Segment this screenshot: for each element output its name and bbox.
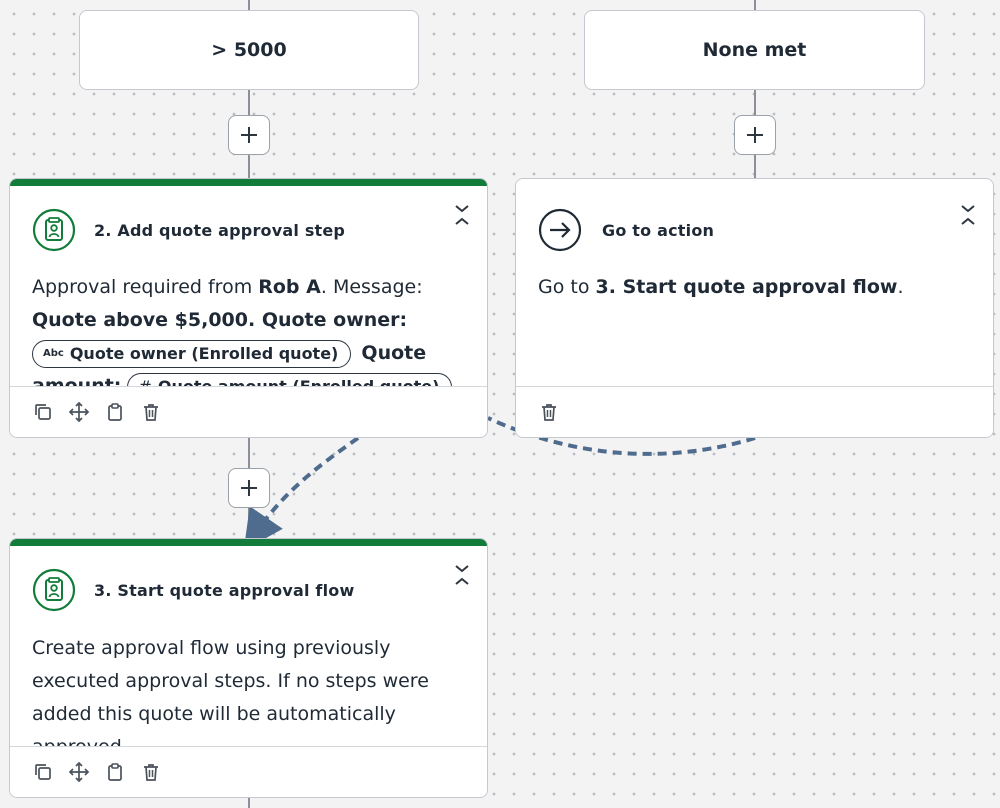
plus-icon bbox=[747, 127, 763, 143]
card-description: Create approval flow using previously ex… bbox=[32, 637, 429, 758]
branch-greater-5000[interactable]: > 5000 bbox=[79, 10, 419, 90]
collapse-icon bbox=[455, 205, 469, 225]
collapse-icon bbox=[961, 205, 975, 225]
plus-icon bbox=[241, 480, 257, 496]
arrow-right-circle-icon bbox=[538, 208, 582, 252]
card-description: Go to 3. Start quote approval flow. bbox=[538, 271, 971, 304]
card-toolbar bbox=[10, 746, 487, 797]
clipboard-icon bbox=[108, 403, 122, 421]
plus-icon bbox=[241, 127, 257, 143]
collapse-icon bbox=[455, 565, 469, 585]
approval-icon bbox=[32, 568, 76, 612]
move-button[interactable] bbox=[68, 761, 90, 783]
branch-none-met[interactable]: None met bbox=[584, 10, 925, 90]
card-title: 2. Add quote approval step bbox=[94, 220, 346, 240]
delete-button[interactable] bbox=[140, 401, 162, 423]
body-suffix: . bbox=[897, 276, 904, 298]
message-text: Quote above $5,000. Quote owner: bbox=[32, 309, 408, 331]
delete-button[interactable] bbox=[538, 401, 560, 423]
copy-icon bbox=[35, 764, 51, 780]
card-add-quote-approval-step[interactable]: 2. Add quote approval step Approval requ… bbox=[9, 178, 488, 438]
approval-icon bbox=[32, 208, 76, 252]
collapse-toggle[interactable] bbox=[453, 203, 471, 227]
approver-name: Rob A bbox=[258, 276, 321, 298]
copy-button[interactable] bbox=[32, 761, 54, 783]
card-toolbar bbox=[516, 386, 993, 437]
copy-icon bbox=[35, 404, 51, 420]
card-title: Go to action bbox=[602, 220, 715, 240]
add-step-button-right-top[interactable] bbox=[734, 115, 776, 155]
card-header: 3. Start quote approval flow bbox=[32, 567, 467, 613]
token-chip-quote-owner[interactable]: Abc Quote owner (Enrolled quote) bbox=[32, 339, 352, 368]
card-go-to-action[interactable]: Go to action Go to 3. Start quote approv… bbox=[515, 178, 994, 438]
card-title: 3. Start quote approval flow bbox=[94, 580, 355, 600]
body-prefix: Approval required from bbox=[32, 276, 259, 298]
trash-icon bbox=[144, 764, 158, 781]
copy-button[interactable] bbox=[32, 401, 54, 423]
card-description: Approval required from Rob A. Message: Q… bbox=[32, 271, 465, 403]
card-header: 2. Add quote approval step bbox=[32, 207, 467, 253]
card-start-quote-approval-flow[interactable]: 3. Start quote approval flow Create appr… bbox=[9, 538, 488, 798]
collapse-toggle[interactable] bbox=[453, 563, 471, 587]
text-type-icon: Abc bbox=[43, 347, 64, 359]
goto-dashed-arrow bbox=[243, 436, 360, 551]
body-mid: . Message: bbox=[320, 276, 423, 298]
goto-target: 3. Start quote approval flow bbox=[595, 276, 898, 298]
card-toolbar bbox=[10, 386, 487, 437]
body-prefix: Go to bbox=[538, 276, 596, 298]
move-icon bbox=[68, 761, 90, 783]
branch-label: None met bbox=[702, 39, 807, 61]
clipboard-button[interactable] bbox=[104, 401, 126, 423]
trash-icon bbox=[542, 404, 556, 421]
clipboard-icon bbox=[108, 763, 122, 781]
card-header: Go to action bbox=[538, 207, 973, 253]
add-step-button-left-top[interactable] bbox=[228, 115, 270, 155]
clipboard-button[interactable] bbox=[104, 761, 126, 783]
delete-button[interactable] bbox=[140, 761, 162, 783]
move-icon bbox=[68, 401, 90, 423]
branch-label: > 5000 bbox=[211, 39, 287, 61]
move-button[interactable] bbox=[68, 401, 90, 423]
trash-icon bbox=[144, 404, 158, 421]
collapse-toggle[interactable] bbox=[959, 203, 977, 227]
add-step-button-left-middle[interactable] bbox=[228, 468, 270, 508]
chip-label: Quote owner (Enrolled quote) bbox=[69, 343, 339, 363]
